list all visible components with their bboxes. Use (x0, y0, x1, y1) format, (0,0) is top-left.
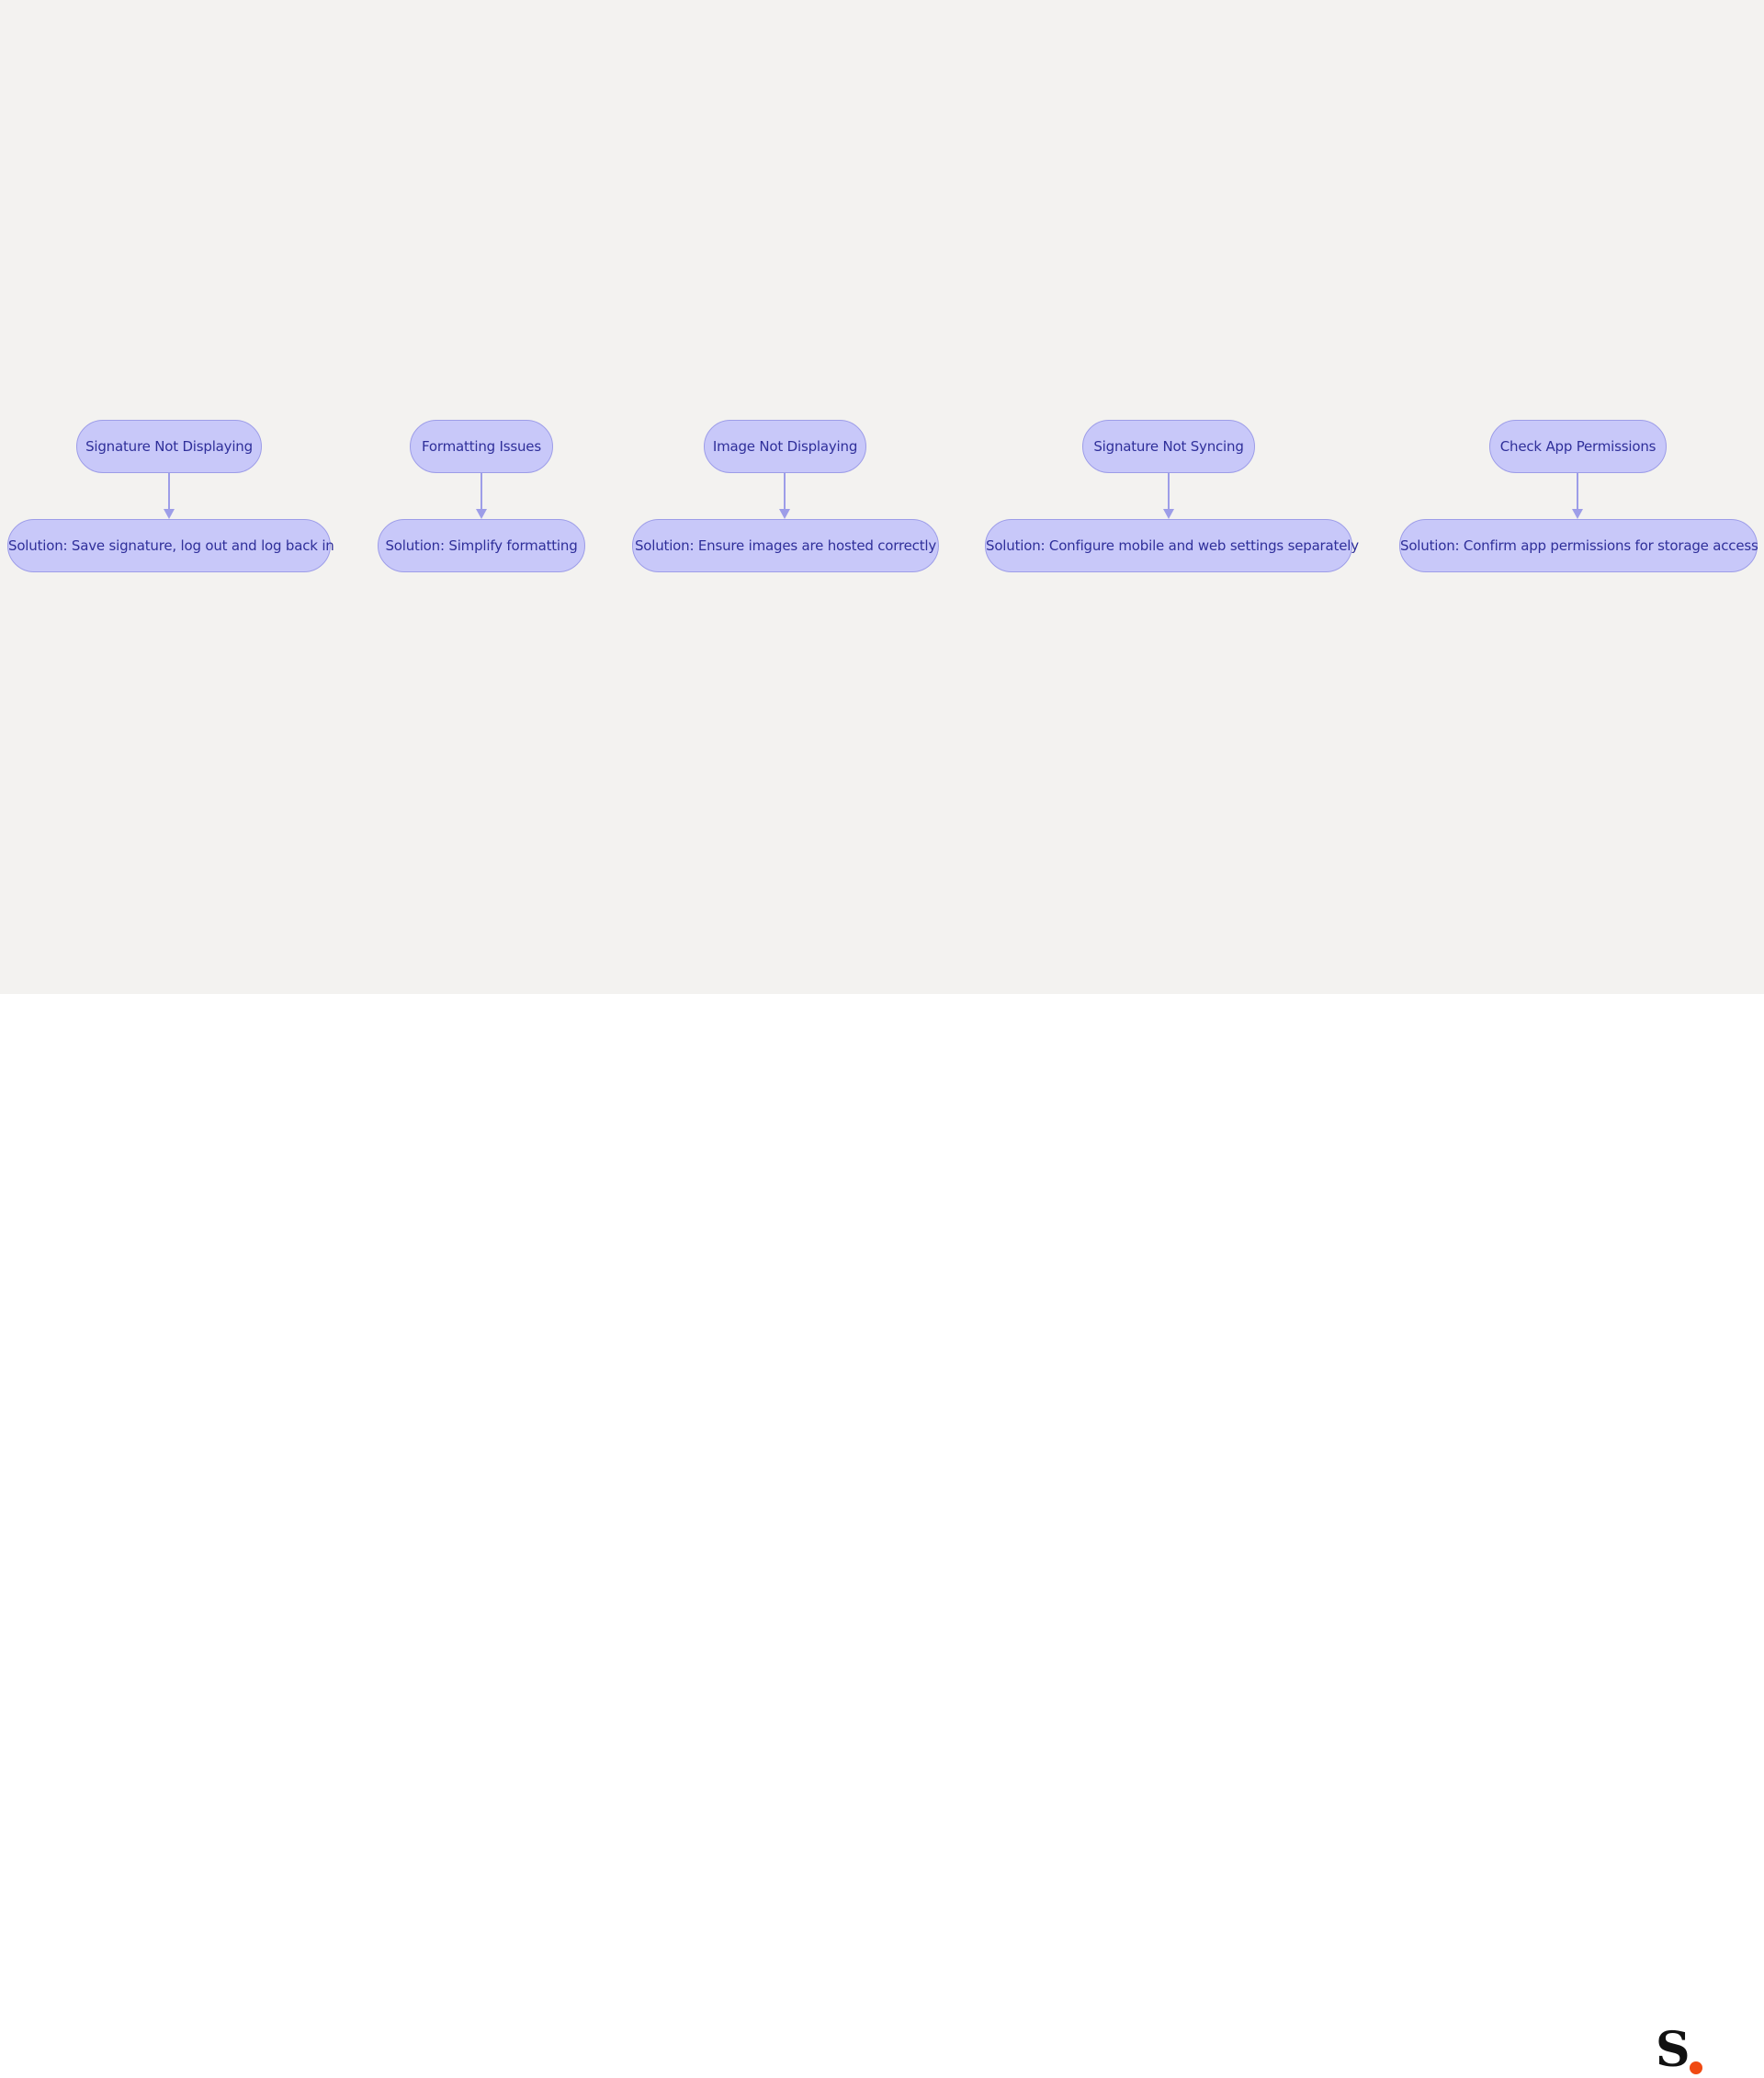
solution-node: Solution: Configure mobile and web setti… (985, 519, 1359, 572)
problem-node: Signature Not Syncing (1082, 420, 1255, 473)
solution-node: Solution: Simplify formatting (378, 519, 585, 572)
solution-node: Solution: Confirm app permissions for st… (1399, 519, 1758, 572)
arrowhead-icon (476, 509, 487, 519)
brand-logo: S (1656, 2025, 1711, 2076)
diagram-canvas: Signature Not Displaying Solution: Save … (0, 0, 1764, 994)
problem-node: Formatting Issues (410, 420, 553, 473)
logo-letter: S (1656, 2022, 1690, 2078)
problem-node: Image Not Displaying (704, 420, 866, 473)
logo-dot-icon (1690, 2061, 1702, 2074)
arrowhead-icon (1572, 509, 1583, 519)
connector-line (168, 472, 170, 511)
problem-node: Signature Not Displaying (76, 420, 262, 473)
solution-node: Solution: Save signature, log out and lo… (7, 519, 334, 572)
footer: S (0, 994, 1764, 2076)
arrowhead-icon (164, 509, 175, 519)
connector-line (1168, 472, 1170, 511)
arrowhead-icon (1163, 509, 1174, 519)
problem-node: Check App Permissions (1489, 420, 1667, 473)
connector-line (1577, 472, 1578, 511)
connector-line (481, 472, 482, 511)
connector-line (784, 472, 786, 511)
arrowhead-icon (779, 509, 790, 519)
solution-node: Solution: Ensure images are hosted corre… (632, 519, 939, 572)
